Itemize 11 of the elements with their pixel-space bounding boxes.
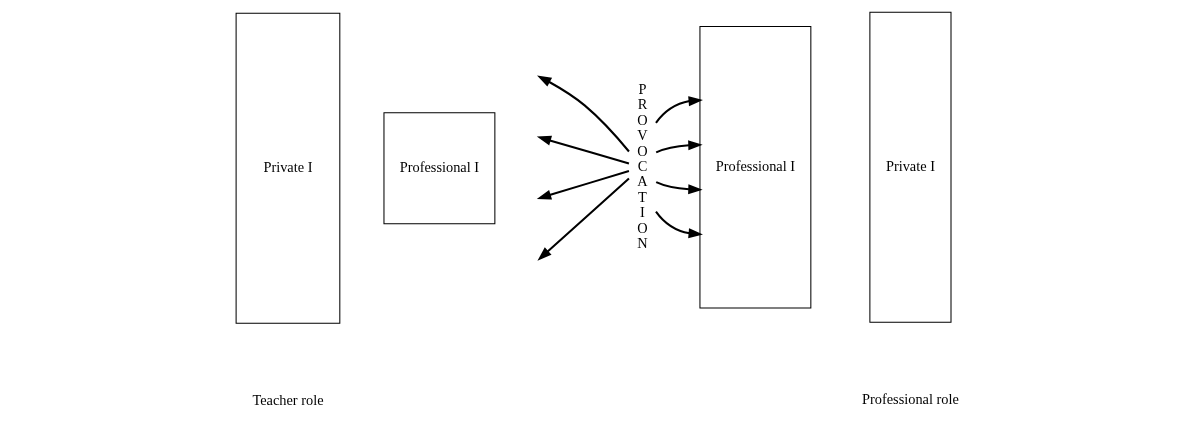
label: Teacher role xyxy=(252,392,324,409)
label: Professional role xyxy=(861,391,959,408)
node-text: PROVOCATION xyxy=(637,81,648,252)
node-box: Private I xyxy=(235,12,341,324)
arrow xyxy=(655,140,703,154)
arrow xyxy=(655,181,703,195)
arrow xyxy=(655,96,703,124)
node-box: Professional I xyxy=(383,112,496,225)
node-box: Professional I xyxy=(699,26,812,309)
node-box: Private I xyxy=(869,11,952,323)
arrow xyxy=(655,210,703,239)
